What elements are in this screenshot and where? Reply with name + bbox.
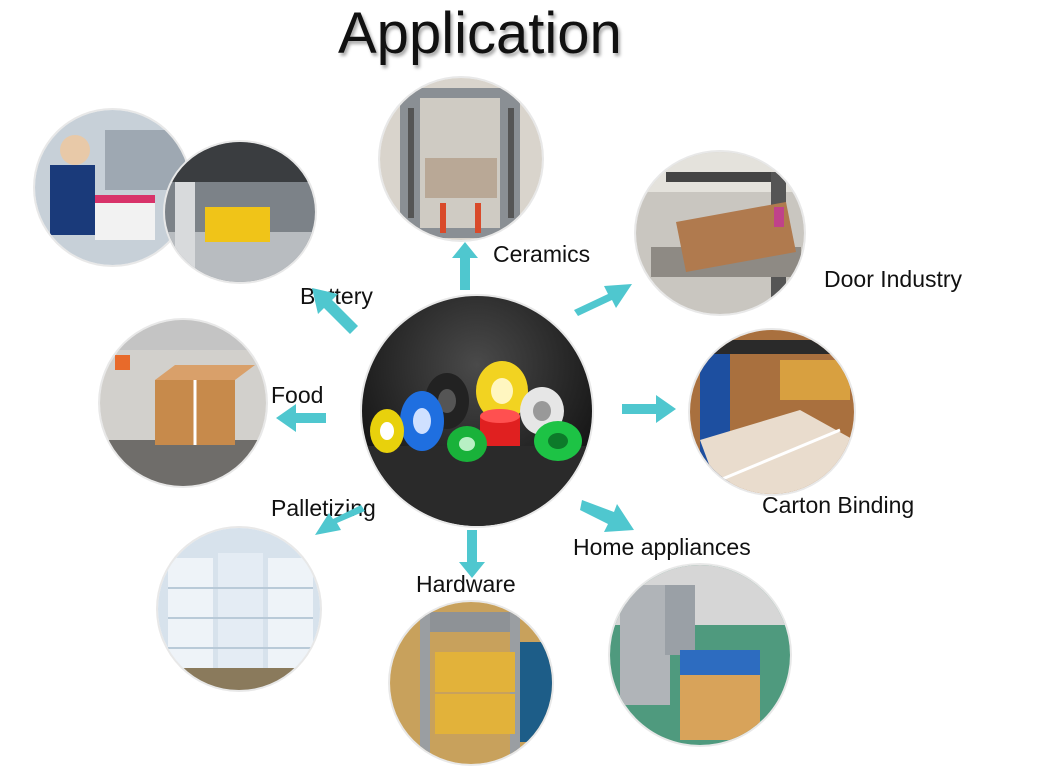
- battery-worker-icon: [35, 110, 190, 265]
- door-strapping-machine-icon: [636, 152, 804, 314]
- food-photo: [100, 320, 266, 486]
- label-door-industry: Door Industry: [824, 266, 963, 292]
- pallet-stack-icon: [158, 528, 320, 690]
- label-ceramics: Ceramics: [493, 241, 591, 267]
- hardware-photo: [390, 602, 552, 764]
- palletizing-photo: [158, 528, 320, 690]
- arrow-to-door-industry-icon: [574, 284, 632, 316]
- arrow-to-carton-binding-icon: [622, 395, 676, 423]
- arrow-to-battery-icon: [312, 288, 358, 334]
- carton-binding-photo: [690, 330, 854, 494]
- label-carton-binding: Carton Binding: [762, 492, 915, 518]
- arrow-to-home-appliances-icon: [580, 500, 634, 532]
- label-hardware: Hardware: [416, 571, 516, 597]
- tape-rolls-icon: [362, 296, 592, 526]
- carton-strapping-icon: [690, 330, 854, 494]
- label-food: Food: [271, 382, 324, 408]
- label-home-appliances: Home appliances: [573, 534, 751, 560]
- page-title: Application: [338, 1, 622, 66]
- battery-strapping-icon: [165, 142, 315, 282]
- hardware-box-icon: [390, 602, 552, 764]
- appliance-box-icon: [610, 565, 790, 745]
- ceramics-machine-icon: [380, 78, 542, 240]
- ceramics-photo: [380, 78, 542, 240]
- center-tape-rolls-photo: [362, 296, 592, 526]
- door-industry-photo: [636, 152, 804, 314]
- arrow-to-food-icon: [276, 404, 326, 432]
- arrow-to-ceramics-icon: [452, 242, 478, 290]
- battery-photo-machine: [165, 142, 315, 282]
- arrow-to-palletizing-icon: [315, 505, 365, 535]
- battery-photo-worker: [35, 110, 190, 265]
- arrow-to-hardware-icon: [459, 530, 485, 578]
- food-carton-icon: [100, 320, 266, 486]
- home-appliances-photo: [610, 565, 790, 745]
